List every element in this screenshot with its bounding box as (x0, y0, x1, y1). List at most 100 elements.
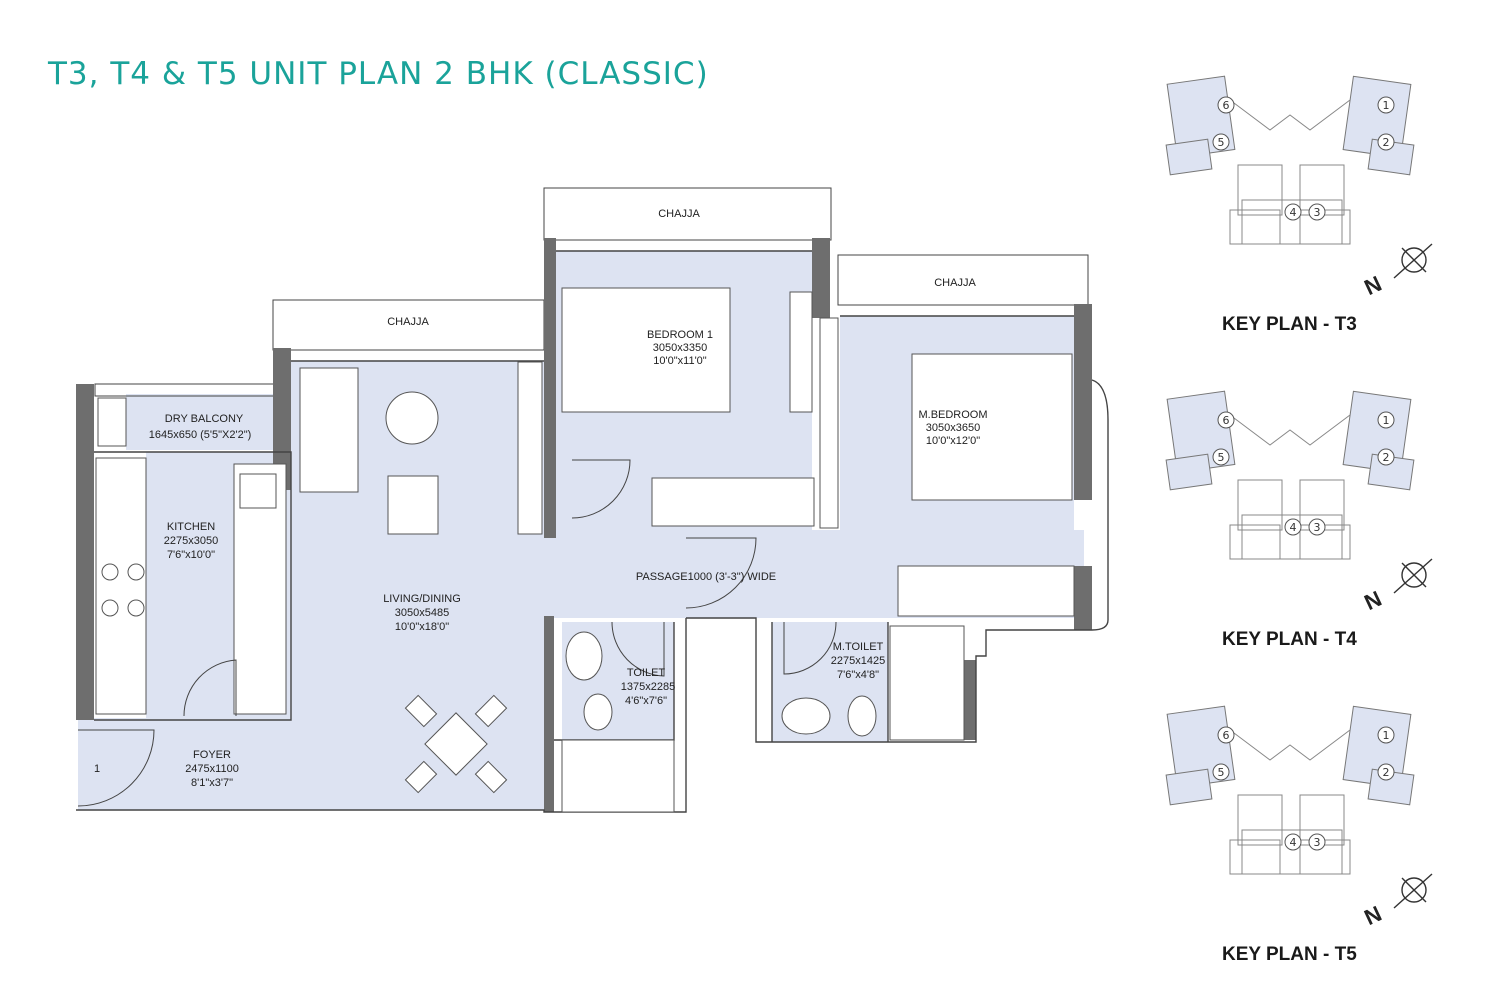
burner (101, 599, 119, 617)
dining-table (424, 712, 488, 776)
unit-number-label: 4 (1290, 521, 1297, 534)
wall (812, 238, 830, 318)
burner (101, 563, 119, 581)
bedroom-furniture (517, 287, 1075, 617)
unit-number-label: 5 (1218, 766, 1225, 779)
foyer-metric: 2475x1100 (185, 763, 239, 775)
wall (1074, 304, 1092, 500)
kitchen-name: KITCHEN (167, 521, 215, 533)
unit-number-label: 4 (1290, 836, 1297, 849)
dining-chair (404, 694, 438, 728)
balcony-duct (97, 397, 127, 447)
dining-chair (474, 694, 508, 728)
key-core (1241, 514, 1343, 560)
north-arrow-icon (1393, 873, 1433, 909)
toilet-metric: 1375x2285 (621, 681, 675, 693)
foyer-name: FOYER (193, 749, 231, 761)
wardrobe-bedroom1 (651, 477, 815, 527)
unit-marker (1212, 448, 1230, 466)
key-core (1229, 729, 1351, 761)
unit-marker (1308, 833, 1326, 851)
unit-marker (1217, 726, 1235, 744)
bed-bedroom1 (561, 287, 731, 413)
wall (964, 660, 976, 740)
unit-number-label: 3 (1314, 206, 1321, 219)
unit-marker (1284, 518, 1302, 536)
window-mbedroom (819, 317, 839, 529)
key-core (1229, 209, 1281, 245)
bed-mbedroom (911, 353, 1073, 501)
unit-marker (1377, 411, 1395, 429)
door-passage (685, 537, 757, 609)
door-bedroom1 (571, 459, 631, 519)
burner (127, 599, 145, 617)
living-metric: 3050x5485 (395, 607, 449, 619)
door-swings (77, 459, 837, 807)
mbedroom-name: M.BEDROOM (918, 409, 987, 421)
chajja-bedroom1 (543, 187, 832, 241)
unit-marker (1377, 763, 1395, 781)
mtoilet-metric: 2275x1425 (831, 655, 885, 667)
unit-number-label: 1 (1383, 729, 1390, 742)
unit-marker (1377, 726, 1395, 744)
armchair (387, 475, 439, 535)
unit-marker (1377, 448, 1395, 466)
north-arrow-icon (1393, 558, 1433, 594)
door-mtoilet (783, 621, 837, 675)
key-block (1165, 138, 1213, 176)
wall (273, 348, 291, 490)
foyer-imperial: 8'1"x3'7" (191, 777, 233, 789)
kitchen-imperial: 7'6"x10'0" (167, 549, 215, 561)
north-label: N (1360, 901, 1385, 930)
walls (76, 238, 1092, 812)
unit-number-label: 2 (1383, 136, 1390, 149)
north-label: N (1360, 586, 1385, 615)
key-core (1237, 479, 1283, 531)
counter-left (95, 457, 147, 715)
page-title: T3, T4 & T5 UNIT PLAN 2 BHK (CLASSIC) (48, 56, 709, 92)
toilet-name: TOILET (627, 667, 666, 679)
kitchen-metric: 2275x3050 (164, 535, 218, 547)
living-imperial: 10'0"x18'0" (395, 621, 449, 633)
north-arrow-icon (1393, 243, 1433, 279)
outline (94, 451, 292, 721)
bedroom1-metric: 3050x3350 (653, 342, 707, 354)
key-core (1229, 99, 1351, 131)
sofa (299, 367, 359, 493)
unit-number-label: 4 (1290, 206, 1297, 219)
mtoilet-imperial: 7'6"x4'8" (837, 669, 879, 681)
unit-marker (1284, 833, 1302, 851)
chajja-mbedroom (837, 254, 1089, 306)
unit-marker (1212, 763, 1230, 781)
dining-chair (404, 760, 438, 794)
wall (76, 384, 94, 720)
mbedroom-metric: 3050x3650 (926, 422, 980, 434)
basin-mtoilet (781, 697, 831, 735)
dining-chair (474, 760, 508, 794)
unit-number-label: 1 (1383, 414, 1390, 427)
wall (544, 616, 554, 812)
unit-marker (1377, 96, 1395, 114)
coffee-table (385, 391, 439, 445)
toilet-fixtures (561, 625, 965, 813)
key-core (1241, 199, 1343, 245)
unit-number-label: 2 (1383, 766, 1390, 779)
living-furniture (299, 367, 508, 794)
shower-mtoilet (889, 625, 965, 741)
sink (239, 473, 277, 509)
floor-foyer (78, 718, 292, 810)
burner (127, 563, 145, 581)
key-block (1165, 768, 1213, 806)
plan-labels: CHAJJA CHAJJA CHAJJA BEDROOM 1 3050x3350… (94, 208, 988, 789)
chajja-label: CHAJJA (387, 316, 429, 328)
bedroom1-name: BEDROOM 1 (647, 329, 713, 341)
unit-marker (1217, 411, 1235, 429)
wall (1074, 566, 1092, 630)
balcony-dims: 1645x650 (5'5"X2'2") (149, 429, 252, 441)
shower-toilet (561, 739, 675, 813)
unit-number-label: 5 (1218, 136, 1225, 149)
unit-number-label: 6 (1223, 729, 1230, 742)
passage-label: PASSAGE1000 (3'-3") WIDE (636, 571, 776, 583)
